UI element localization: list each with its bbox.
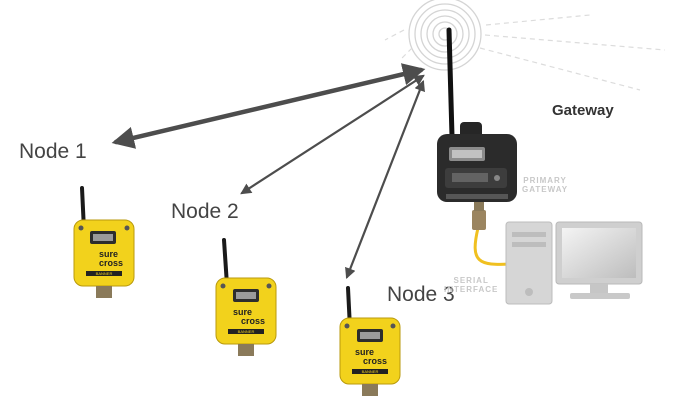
brand-text: cross	[241, 316, 265, 326]
brand-text: cross	[99, 258, 123, 268]
brand-text: cross	[363, 356, 387, 366]
gateway-label: Gateway	[552, 103, 614, 118]
computer-icon	[506, 222, 642, 304]
wireless-signal-icon	[409, 0, 481, 70]
serial-interface-caption: SERIAL INTERFACE	[444, 276, 498, 294]
caption-line: PRIMARY	[522, 176, 568, 185]
caption-line: INTERFACE	[444, 285, 498, 294]
node-1-label: Node 1	[19, 141, 87, 162]
node-2-label: Node 2	[171, 201, 239, 222]
signal-rays	[385, 15, 665, 90]
maker-text: BANNER	[362, 369, 379, 374]
link-node3-arrow	[347, 82, 423, 277]
gateway-antenna	[449, 30, 452, 136]
link-arrows	[116, 70, 423, 277]
link-node2-arrow	[242, 76, 423, 193]
node-device-1: sure cross BANNER	[74, 188, 134, 298]
primary-gateway-caption: PRIMARY GATEWAY	[522, 176, 568, 194]
caption-line: SERIAL	[444, 276, 498, 285]
caption-line: GATEWAY	[522, 185, 568, 194]
gateway-device	[437, 30, 517, 211]
cable-connector	[472, 210, 486, 230]
maker-text: BANNER	[238, 329, 255, 334]
maker-text: BANNER	[96, 271, 113, 276]
node-device-2: sure cross BANNER	[216, 240, 276, 356]
